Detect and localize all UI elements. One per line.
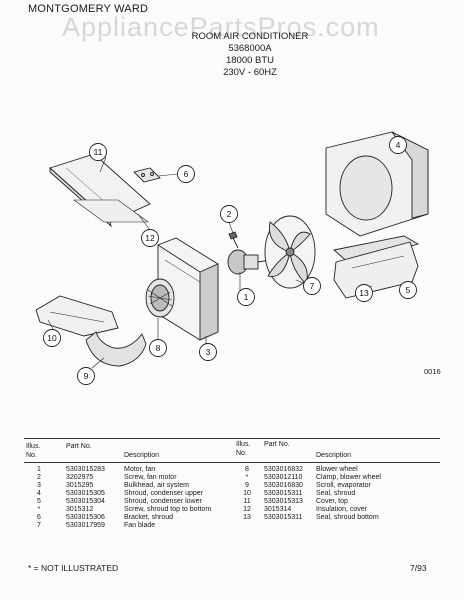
callout-label-5: 5: [406, 285, 411, 295]
revision-date: 7/93: [410, 563, 427, 573]
part-blower-wheel: [145, 278, 175, 318]
power-rating: 230V - 60HZ: [223, 67, 277, 78]
part-screw-motor: [228, 231, 239, 249]
callout-label-10: 10: [47, 333, 57, 343]
callout-label-12: 12: [145, 233, 155, 243]
callout-4: [389, 136, 407, 154]
watermark: AppliancePartsPros.com: [62, 12, 380, 42]
callout-label-9: 9: [84, 371, 89, 381]
part-bulkhead: [157, 237, 219, 341]
part-fan-blade: [264, 215, 316, 289]
part-bracket-shroud: [133, 167, 161, 183]
callout-label-4: 4: [396, 140, 401, 150]
callout-label-6: 6: [184, 169, 189, 179]
header-description-left: Description: [124, 452, 160, 459]
callout-10: [43, 329, 61, 347]
callout-label-8: 8: [156, 343, 161, 353]
header-part-no-right: Part No.: [264, 441, 290, 448]
not-illustrated-note: * = NOT ILLUSTRATED: [28, 563, 119, 573]
table-header-rule: [24, 462, 440, 463]
callout-1: [237, 288, 255, 306]
table-top-rule: [24, 438, 440, 439]
callout-label-11: 11: [94, 147, 103, 157]
callout-11: [89, 143, 107, 161]
part-scroll-evaporator: [35, 295, 147, 367]
part-fan-motor: [227, 249, 271, 275]
figure-code: 0016: [424, 367, 441, 376]
capacity: 18000 BTU: [225, 55, 275, 66]
callout-8: [149, 339, 167, 357]
callout-5: [399, 281, 417, 299]
header-illus-no-left: Illus. No.: [26, 443, 41, 459]
callout-label-1: 1: [244, 292, 249, 302]
callout-label-3: 3: [206, 347, 211, 357]
callout-label-7: 7: [310, 281, 315, 291]
callout-13: [355, 284, 373, 302]
brand-name: MONTGOMERY WARD: [28, 3, 149, 15]
callout-2: [220, 205, 238, 223]
header-illus-no-right: Illus. No.: [236, 441, 251, 457]
exploded-view-diagram: 11 6 12 2 1 3 4 5 7 8 9 10 13: [35, 131, 429, 385]
part-insulation-cover: [73, 199, 149, 223]
callout-label-2: 2: [227, 209, 232, 219]
callout-6: [177, 165, 195, 183]
callout-label-13: 13: [359, 288, 369, 298]
callout-9: [77, 367, 95, 385]
header-part-no-left: Part No.: [66, 443, 92, 450]
part-shroud-upper: [325, 131, 429, 237]
product-title: ROOM AIR CONDITIONER: [191, 31, 309, 42]
header-description-right: Description: [316, 452, 352, 459]
callout-3: [199, 343, 217, 361]
callout-7: [303, 277, 321, 295]
callout-12: [141, 229, 159, 247]
model-number: 5368000A: [228, 43, 272, 54]
